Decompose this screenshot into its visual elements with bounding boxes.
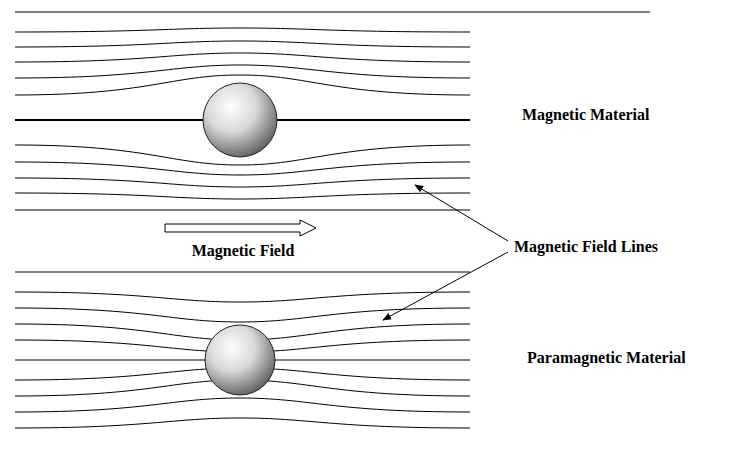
field-line bbox=[15, 210, 470, 211]
text-label: Paramagnetic Material bbox=[527, 348, 686, 367]
field-lines-lower bbox=[15, 292, 470, 428]
field-direction-arrow bbox=[165, 220, 316, 236]
leader-line bbox=[383, 252, 508, 320]
field-line bbox=[15, 272, 470, 273]
text-label: Magnetic Material bbox=[522, 105, 650, 124]
separator-line bbox=[15, 12, 650, 13]
leader-line bbox=[415, 185, 508, 241]
sphere-paramagnetic bbox=[205, 325, 275, 395]
text-label: Magnetic Field Lines bbox=[514, 237, 658, 256]
text-label: Magnetic Field bbox=[192, 241, 295, 260]
field-lines-upper bbox=[15, 28, 470, 199]
sphere-magnetic bbox=[203, 83, 277, 157]
